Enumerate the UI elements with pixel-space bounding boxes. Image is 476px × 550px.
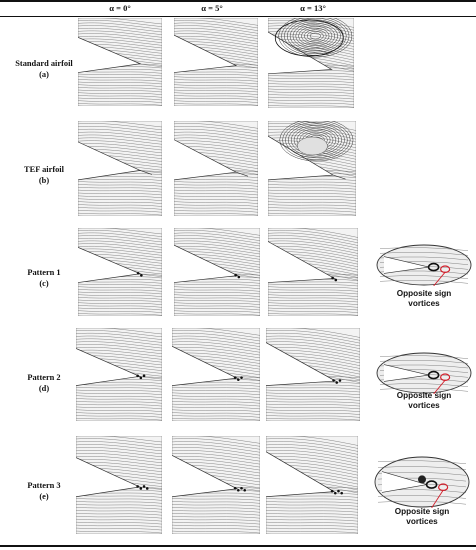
streamline-image-pattern3-aoa-13 bbox=[266, 436, 358, 534]
column-header-aoa-5: α = 5° bbox=[201, 3, 223, 13]
row-label-standard-airfoil: Standard airfoil (a) bbox=[0, 58, 88, 80]
row-label-pattern-3: Pattern 3 (e) bbox=[0, 480, 88, 502]
row-tag: (a) bbox=[39, 70, 49, 79]
streamline-image-pattern3-aoa-0 bbox=[76, 436, 162, 534]
row-name: TEF airfoil bbox=[24, 165, 64, 174]
streamline-image-pattern2-aoa-13 bbox=[266, 328, 360, 421]
row-label-tef-airfoil: TEF airfoil (b) bbox=[0, 164, 88, 186]
table-header-rule bbox=[0, 16, 476, 17]
streamline-image-standard-aoa-5 bbox=[174, 18, 258, 106]
streamline-image-pattern3-aoa-5 bbox=[172, 436, 260, 534]
row-tag: (b) bbox=[38, 176, 50, 185]
streamline-image-standard-aoa-0 bbox=[78, 18, 162, 106]
streamline-image-tef-aoa-0 bbox=[78, 121, 162, 216]
streamline-image-pattern1-aoa-13 bbox=[268, 228, 358, 316]
row-name: Pattern 2 bbox=[27, 373, 61, 382]
row-tag: (d) bbox=[38, 384, 50, 393]
table-bottom-rule bbox=[0, 545, 476, 547]
callout-opposite-sign-vortices: Opposite sign vortices bbox=[374, 507, 470, 527]
callout-line-1: Opposite sign bbox=[396, 289, 452, 298]
callout-opposite-sign-vortices: Opposite sign vortices bbox=[376, 289, 472, 309]
zoom-inset-pattern-3: Opposite sign vortices bbox=[374, 456, 470, 536]
streamline-image-standard-aoa-13 bbox=[268, 18, 354, 108]
table-top-rule bbox=[0, 0, 476, 2]
zoom-inset-pattern-1: Opposite sign vortices bbox=[376, 244, 472, 319]
callout-line-2: vortices bbox=[408, 401, 440, 410]
row-name: Pattern 3 bbox=[27, 481, 61, 490]
streamline-image-pattern2-aoa-5 bbox=[172, 328, 260, 421]
row-label-pattern-2: Pattern 2 (d) bbox=[0, 372, 88, 394]
streamline-image-pattern1-aoa-5 bbox=[174, 228, 260, 316]
callout-opposite-sign-vortices: Opposite sign vortices bbox=[376, 391, 472, 411]
column-header-aoa-0: α = 0° bbox=[109, 3, 131, 13]
streamline-image-pattern2-aoa-0 bbox=[76, 328, 162, 421]
row-name: Standard airfoil bbox=[15, 59, 73, 68]
row-label-pattern-1: Pattern 1 (c) bbox=[0, 267, 88, 289]
column-header-aoa-13: α = 13° bbox=[300, 3, 326, 13]
row-name: Pattern 1 bbox=[27, 268, 61, 277]
row-tag: (e) bbox=[39, 492, 49, 501]
streamline-image-tef-aoa-5 bbox=[174, 121, 258, 216]
callout-line-1: Opposite sign bbox=[394, 507, 450, 516]
zoom-inset-pattern-2: Opposite sign vortices bbox=[376, 352, 472, 427]
row-tag: (c) bbox=[39, 279, 49, 288]
callout-line-1: Opposite sign bbox=[396, 391, 452, 400]
callout-line-2: vortices bbox=[408, 299, 440, 308]
streamline-image-tef-aoa-13 bbox=[268, 121, 356, 216]
streamline-image-pattern1-aoa-0 bbox=[78, 228, 162, 316]
callout-line-2: vortices bbox=[406, 517, 438, 526]
